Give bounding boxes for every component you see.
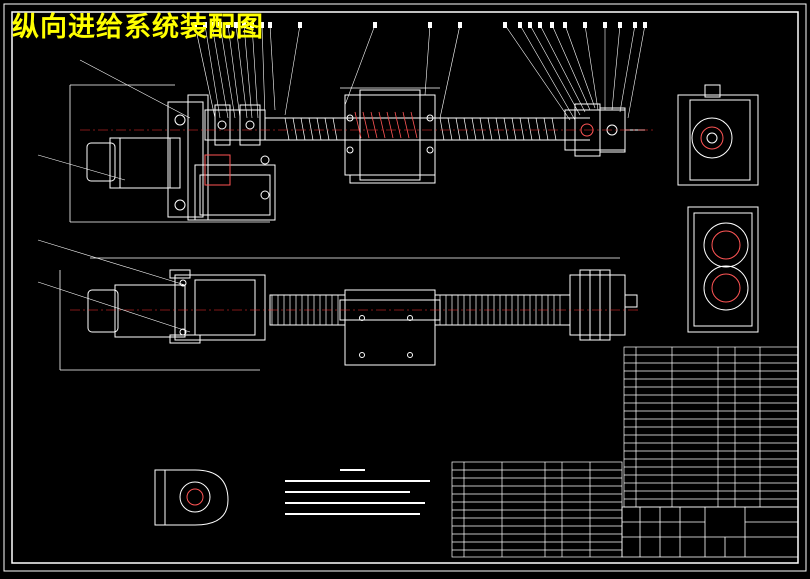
drawing-title: 纵向进给系统装配图 (12, 12, 264, 43)
section-view-middle-right (687, 206, 759, 333)
motor-bracket (167, 94, 276, 221)
parts-list-center (451, 461, 623, 558)
ball-screw-icon (265, 117, 590, 141)
callout-markers (193, 22, 647, 28)
bearing-icon (204, 104, 266, 146)
front-view (69, 84, 655, 223)
screw-nut-block (344, 89, 436, 184)
parts-list-right (623, 346, 799, 508)
title-block-icon (621, 506, 799, 558)
callout-leaders-bottom (37, 154, 191, 333)
top-view (59, 257, 640, 371)
motor-icon (86, 137, 181, 189)
inner-frame (11, 11, 799, 564)
outer-frame (3, 3, 807, 572)
detail-view (154, 469, 229, 526)
callout-leaders-top (79, 24, 646, 121)
technical-notes (285, 469, 430, 515)
section-view-top-right (677, 84, 759, 186)
